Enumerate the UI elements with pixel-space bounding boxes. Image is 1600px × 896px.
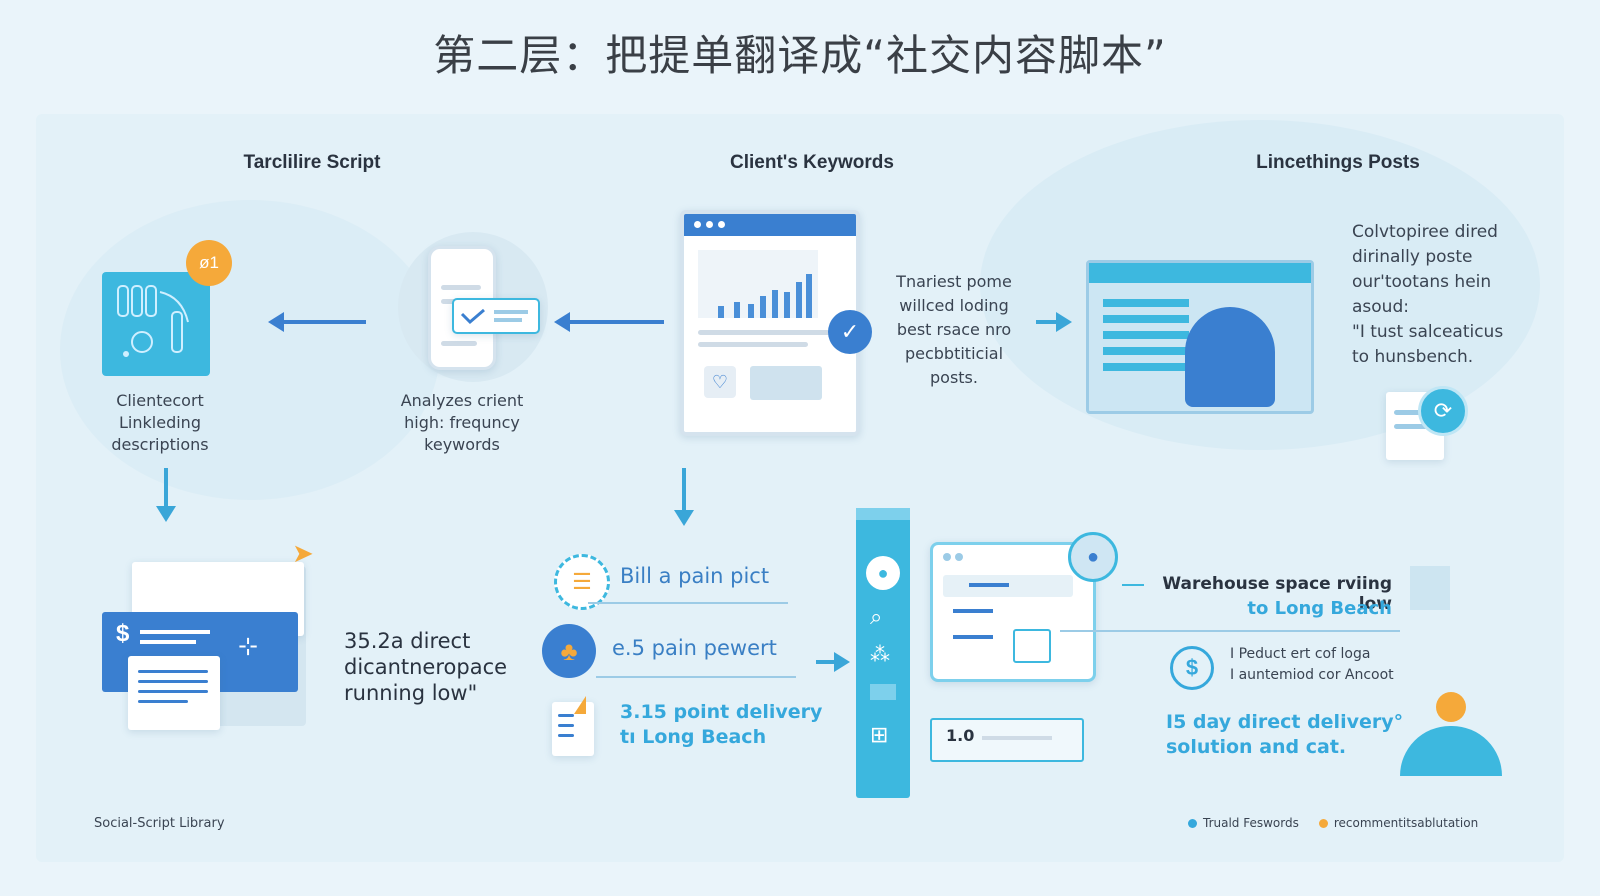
legend-label: recommentitsablutation bbox=[1333, 816, 1479, 830]
chart-icon[interactable]: ⊞ bbox=[870, 722, 889, 747]
caption-line: willced loding bbox=[899, 296, 1009, 315]
browser-line bbox=[698, 330, 838, 335]
product-text: I Peduct ert cof loga I auntemiod cor An… bbox=[1230, 644, 1430, 686]
heart-icon: ♡ bbox=[704, 366, 736, 398]
list-divider bbox=[588, 602, 788, 604]
network-icon[interactable]: ⁂ bbox=[870, 644, 890, 666]
caption-line: pecbbtiticial bbox=[904, 344, 1004, 363]
network-icon: ⊹ bbox=[238, 633, 259, 660]
list-item-line: tı Long Beach bbox=[620, 726, 767, 748]
keyword-chip bbox=[452, 298, 540, 334]
caption-line: posts. bbox=[930, 368, 978, 387]
testimonial-line: dirinally poste bbox=[1352, 247, 1473, 267]
group-icon: ♣ bbox=[542, 624, 596, 678]
column-header-posts: Lincethings Posts bbox=[1256, 152, 1420, 173]
page-title: 第二层：把提单翻译成“社交内容脚本” bbox=[433, 31, 1167, 80]
arrow-left-1 bbox=[268, 312, 366, 332]
clipboard-icon: ☰ bbox=[554, 554, 610, 610]
invoice-detail-card bbox=[128, 656, 220, 730]
user-icon[interactable]: ● bbox=[866, 556, 900, 590]
list-divider bbox=[596, 676, 796, 678]
map-pin-shape bbox=[1410, 566, 1450, 610]
list-item-2: e.5 pain pewert bbox=[612, 636, 777, 660]
product-line: I auntemiod cor Ancoot bbox=[1230, 667, 1394, 683]
delivery-text: I5 day direct delivery° solution and cat… bbox=[1166, 710, 1403, 760]
circuit-icon bbox=[117, 285, 189, 357]
dashboard-table bbox=[1103, 299, 1193, 399]
dashboard-header bbox=[1089, 263, 1311, 283]
caption-line: Tnariest pome bbox=[896, 272, 1012, 291]
divider-line bbox=[1060, 630, 1400, 632]
arrow-down-1 bbox=[156, 468, 176, 522]
vertical-toolbar: ● ⌕ ⁂ ⊞ bbox=[856, 508, 910, 798]
warehouse-line-2: to Long Beach bbox=[1247, 598, 1392, 619]
list-item-line: 3.15 point delivery bbox=[620, 701, 823, 723]
checkmark-circle-icon: ✓ bbox=[828, 310, 872, 354]
quote-line: 35.2a direct bbox=[344, 629, 471, 653]
caption-linkedin: Clientecort Linkleding descriptions bbox=[70, 390, 250, 456]
column-header-script: Tarclilire Script bbox=[243, 152, 381, 173]
dollar-icon: $ bbox=[116, 620, 130, 647]
quote-line: dicantneropace bbox=[344, 655, 508, 679]
testimonial-line: our'tootans hein bbox=[1352, 272, 1492, 292]
person-head-icon bbox=[1436, 692, 1466, 722]
caption-keywords: Analyzes crient high: frequncy keywords bbox=[372, 390, 552, 456]
testimonial-line: "I tust salceaticus bbox=[1352, 322, 1504, 342]
posts-dashboard bbox=[1086, 260, 1314, 414]
delivery-line: I5 day direct delivery° bbox=[1166, 711, 1404, 733]
caption-line: best rsace nro bbox=[896, 320, 1012, 339]
legend-dot-cyan bbox=[1188, 818, 1197, 828]
testimonial-line: Colvtopiree dired bbox=[1352, 222, 1498, 242]
browser-titlebar bbox=[684, 214, 856, 236]
testimonial-text: Colvtopiree dired dirinally poste our'to… bbox=[1352, 220, 1552, 370]
dollar-circle-icon: $ bbox=[1170, 646, 1214, 690]
column-header-keywords: Client's Keywords bbox=[730, 152, 894, 173]
quote-text: 35.2a direct dicantneropace running low" bbox=[344, 628, 507, 706]
arrow-down-2 bbox=[674, 468, 694, 526]
list-item-1: Bill a pain pict bbox=[620, 564, 770, 588]
post-preview-window bbox=[930, 542, 1096, 682]
check-icon bbox=[460, 308, 528, 325]
phone-line bbox=[441, 341, 477, 346]
browser-line bbox=[698, 342, 808, 347]
ticket-label: 1.0 bbox=[946, 726, 975, 745]
panel-icon[interactable] bbox=[870, 684, 896, 700]
footer-legend: Truald Feswords recommentitsablutation bbox=[1188, 816, 1478, 830]
testimonial-line: to hunsbench. bbox=[1352, 347, 1474, 367]
caption-line: descriptions bbox=[111, 435, 209, 454]
caption-posts: Tnariest pome willced loding best rsace … bbox=[874, 270, 1034, 390]
connector-line bbox=[1122, 584, 1144, 586]
quote-line: running low" bbox=[344, 681, 478, 705]
ticket-card: 1.0 bbox=[930, 718, 1084, 762]
testimonial-line: asoud: bbox=[1352, 297, 1409, 317]
refresh-icon: ⟳ bbox=[1418, 386, 1468, 436]
arrow-right-1 bbox=[1036, 312, 1072, 332]
phone-line bbox=[441, 285, 481, 290]
caption-line: Linkleding bbox=[119, 413, 201, 432]
arrow-left-2 bbox=[554, 312, 664, 332]
caption-line: Analyzes crient bbox=[400, 391, 524, 410]
legend-dot-orange bbox=[1318, 818, 1328, 828]
arrow-right-2 bbox=[816, 652, 850, 672]
document-chart-icon bbox=[552, 696, 594, 756]
caption-line: keywords bbox=[424, 435, 500, 454]
caption-line: Clientecort bbox=[116, 391, 204, 410]
footer-library-label: Social-Script Library bbox=[94, 816, 225, 831]
delivery-line: solution and cat. bbox=[1166, 736, 1347, 758]
image-placeholder bbox=[750, 366, 822, 400]
caption-line: high: frequncy bbox=[404, 413, 520, 432]
warehouse-line-1: Warehouse space rviing low bbox=[1162, 574, 1392, 614]
bar-chart-thumbnail bbox=[698, 250, 818, 318]
arrow-cursor-icon: ➤ bbox=[292, 538, 314, 568]
linkedin-description-tile bbox=[102, 272, 210, 376]
avatar: ● bbox=[1068, 532, 1118, 582]
shirt-icon bbox=[1185, 307, 1275, 407]
list-item-3: 3.15 point delivery tı Long Beach bbox=[620, 700, 822, 750]
notification-badge: ø1 bbox=[186, 240, 232, 286]
keywords-browser-window: ♡ bbox=[680, 210, 860, 436]
pin-icon bbox=[1013, 629, 1051, 663]
legend-label: Truald Feswords bbox=[1203, 816, 1299, 830]
search-icon[interactable]: ⌕ bbox=[870, 604, 883, 629]
product-line: I Peduct ert cof loga bbox=[1230, 646, 1371, 662]
